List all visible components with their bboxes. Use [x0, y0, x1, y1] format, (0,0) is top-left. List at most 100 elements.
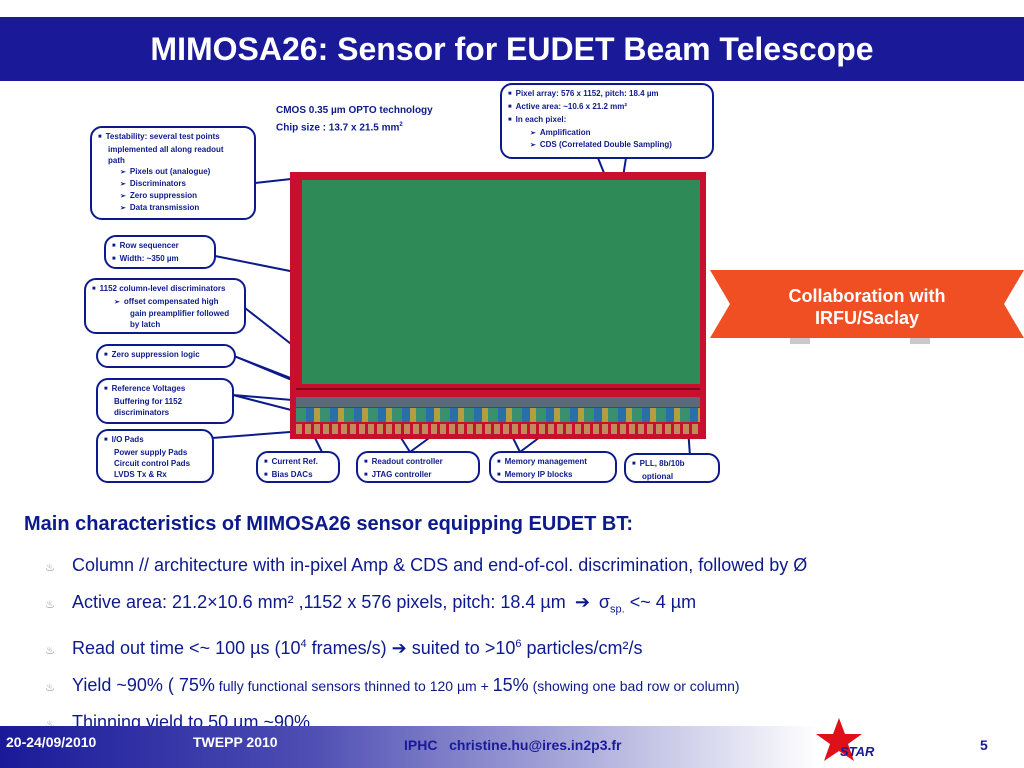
in-each-pixel-item: In each pixel:	[508, 114, 706, 127]
star-icon	[816, 718, 862, 761]
footer-conference: TWEPP 2010	[193, 734, 278, 750]
pixels-out-subitem: Pixels out (analogue)	[98, 166, 248, 178]
callout-pll: PLL, 8b/10b optional	[624, 453, 720, 483]
bullet-readout-time: ♨Read out time <~ 100 µs (104 frames/s) …	[45, 627, 807, 668]
yield-text: Yield ~90% ( 75%	[72, 674, 215, 695]
technology-text: CMOS 0.35 µm OPTO technology	[276, 105, 433, 116]
chip-technology-label: CMOS 0.35 µm OPTO technology Chip size :…	[276, 103, 433, 135]
characteristics-list: ♨ Column // architecture with in-pixel Am…	[45, 548, 807, 742]
footer-institute: IPHC	[404, 737, 438, 753]
lvds-tx-rx: LVDS Tx & Rx	[114, 470, 167, 479]
callout-readout: Readout controller JTAG controller	[356, 451, 480, 483]
bullet-active-area: ♨ Active area: 21.2×10.6 mm² ,1152 x 576 …	[45, 585, 807, 627]
sigma-subscript: sp.	[610, 603, 625, 616]
yield-percent: 15%	[492, 674, 529, 695]
collaboration-text: Collaboration with IRFU/Saclay	[710, 266, 1024, 348]
io-pad-row	[296, 424, 700, 434]
reference-voltages-line3: discriminators	[114, 408, 170, 417]
title-bar: MIMOSA26: Sensor for EUDET Beam Telescop…	[0, 17, 1024, 81]
jtag-controller-item: JTAG controller	[364, 469, 472, 482]
pll-item: PLL, 8b/10b	[632, 458, 712, 471]
row-sequencer-item: Row sequencer	[112, 240, 208, 253]
callout-testability: Testability: several test points impleme…	[90, 126, 256, 220]
banner-ribbon-shape	[710, 270, 1024, 344]
circuit-control-pads: Circuit control Pads	[114, 459, 191, 468]
arrow-right-icon: ➔	[574, 592, 590, 612]
main-heading: Main characteristics of MIMOSA26 sensor …	[24, 513, 634, 535]
collaboration-banner: Collaboration with IRFU/Saclay	[710, 266, 1024, 348]
bullet-yield: ♨ Yield ~90% ( 75% fully functional senso…	[45, 668, 807, 705]
cds-subitem: CDS (Correlated Double Sampling)	[508, 139, 706, 151]
bias-dacs-item: Bias DACs	[264, 469, 332, 482]
readout-sup1: 4	[300, 637, 307, 650]
bullet-icon: ♨	[45, 644, 55, 657]
pll-optional: optional	[642, 472, 674, 481]
discriminator-band	[296, 388, 700, 396]
zero-suppression-strip	[296, 397, 700, 407]
footer-email: christine.hu@ires.in2p3.fr	[449, 737, 622, 753]
preamplifier-subitem: offset compensated high	[92, 296, 238, 308]
testability-line2: implemented all along readout	[108, 145, 224, 154]
yield-note: (showing one bad row or column)	[528, 677, 740, 694]
callout-discriminators: 1152 column-level discriminators offset …	[84, 278, 246, 334]
collaboration-line1: Collaboration with	[788, 286, 946, 306]
data-transmission-subitem: Data transmission	[98, 202, 248, 214]
row-sequencer-width-item: Width: ~350 µm	[112, 253, 208, 266]
testability-item: Testability: several test points	[98, 131, 248, 144]
memory-management-item: Memory management	[497, 456, 609, 469]
callout-memory: Memory management Memory IP blocks	[489, 451, 617, 483]
pixel-array-item: Pixel array: 576 x 1152, pitch: 18.4 µm	[508, 88, 706, 101]
io-pads-item: I/O Pads	[104, 434, 206, 447]
bullet-icon: ♨	[45, 562, 55, 574]
memory-ip-blocks-item: Memory IP blocks	[497, 469, 609, 482]
readout-sup2: 6	[515, 637, 522, 650]
suited-text: suited to >10	[406, 637, 516, 658]
footer-date: 20-24/09/2010	[6, 734, 97, 750]
preamplifier-line2: gain preamplifier followed	[130, 309, 230, 318]
reference-voltages-item: Reference Voltages	[104, 383, 226, 396]
zero-suppression-logic-item: Zero suppression logic	[104, 349, 228, 362]
callout-current-ref: Current Ref. Bias DACs	[256, 451, 340, 483]
bullet-icon: ♨	[45, 681, 55, 694]
reference-voltages-line2: Buffering for 1152	[114, 397, 183, 406]
slide-title: MIMOSA26: Sensor for EUDET Beam Telescop…	[150, 30, 874, 67]
testability-line3: path	[108, 156, 125, 165]
arrow-right-icon: ➔	[391, 637, 407, 658]
active-area-text: Active area: 21.2×10.6 mm² ,1152 x 576 p…	[72, 592, 566, 612]
pixel-matrix	[302, 180, 700, 384]
power-supply-pads: Power supply Pads	[114, 448, 188, 457]
bullet-icon: ♨	[45, 718, 55, 731]
footer-contact: IPHC christine.hu@ires.in2p3.fr	[404, 737, 622, 753]
architecture-text: Column // architecture with in-pixel Amp…	[72, 555, 808, 575]
bullet-architecture: ♨ Column // architecture with in-pixel Am…	[45, 548, 807, 585]
callout-row-sequencer: Row sequencer Width: ~350 µm	[104, 235, 216, 269]
chip-die-image	[290, 172, 706, 439]
bullet-icon: ♨	[45, 599, 55, 611]
chip-size-value: Chip size : 13.7 x 21.5 mm	[276, 122, 400, 134]
yield-detail: fully functional sensors thinned to 120 …	[214, 677, 493, 694]
resolution-text: <~ 4 µm	[624, 592, 697, 612]
current-ref-item: Current Ref.	[264, 456, 332, 469]
star-logo-text: STAR	[840, 744, 875, 759]
particles-text: particles/cm²/s	[521, 637, 643, 658]
active-area-item: Active area: ~10.6 x 21.2 mm²	[508, 101, 706, 114]
callout-zero-suppression: Zero suppression logic	[96, 344, 236, 368]
amplification-subitem: Amplification	[508, 127, 706, 139]
callout-reference-voltages: Reference Voltages Buffering for 1152 di…	[96, 378, 234, 424]
star-logo: STAR	[814, 716, 894, 766]
frames-text: frames/s)	[306, 637, 387, 658]
readout-time-text: Read out time <~ 100 µs (10	[72, 637, 301, 658]
chip-size-text: Chip size : 13.7 x 21.5 mm2	[276, 118, 433, 135]
discriminators-item: 1152 column-level discriminators	[92, 283, 238, 296]
sigma-symbol: σ	[598, 592, 611, 612]
callout-io-pads: I/O Pads Power supply Pads Circuit contr…	[96, 429, 214, 483]
footer-bar: 20-24/09/2010 TWEPP 2010 IPHC christine.…	[0, 718, 1024, 768]
discriminators-subitem: Discriminators	[98, 178, 248, 190]
zero-suppression-subitem: Zero suppression	[98, 190, 248, 202]
collaboration-line2: IRFU/Saclay	[814, 308, 920, 328]
readout-controller-item: Readout controller	[364, 456, 472, 469]
callout-pixel-array: Pixel array: 576 x 1152, pitch: 18.4 µm …	[500, 83, 714, 159]
periphery-strip	[296, 408, 700, 422]
page-number: 5	[980, 737, 988, 753]
chip-size-sup: 2	[399, 122, 403, 128]
